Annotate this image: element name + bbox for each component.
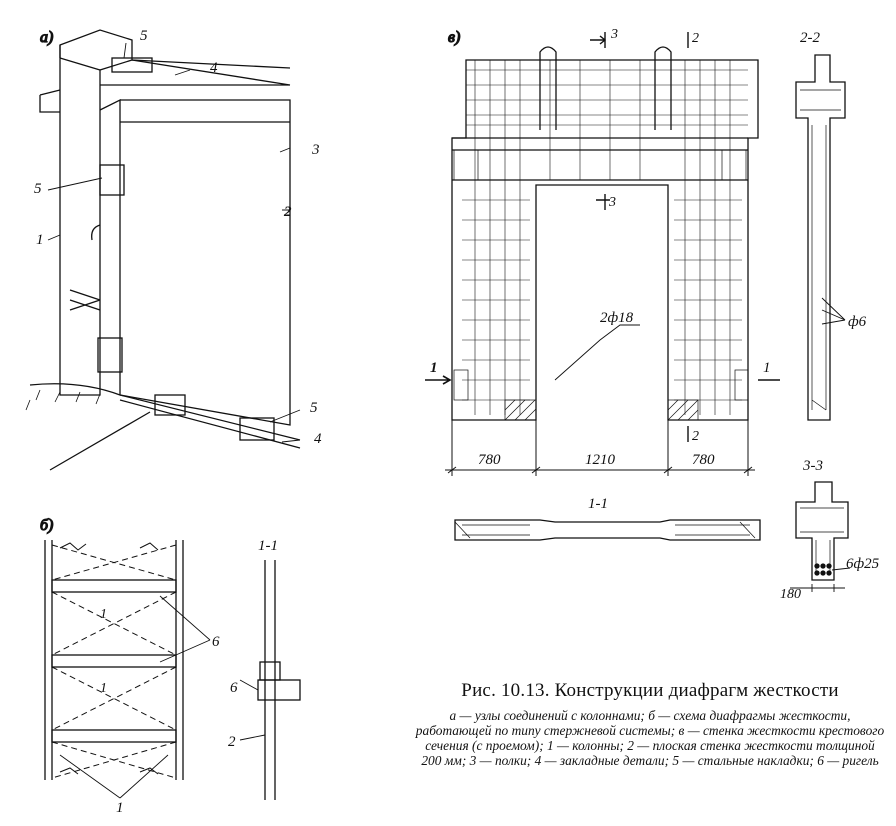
callout-a-5-mid: 5 (34, 181, 42, 197)
section-1-1 (454, 519, 761, 541)
section-2-2 (795, 54, 846, 421)
callout-a-5-low: 5 (310, 400, 318, 416)
section-3-3-dim: 180 (780, 587, 801, 602)
rigel-3 (51, 729, 177, 743)
section-mark-2-top: 2 (692, 31, 699, 46)
dim-780-right: 780 (692, 452, 715, 468)
section-mark-1-right: 1 (763, 360, 771, 376)
caption-title: Рис. 10.13. Конструкции диафрагм жесткос… (461, 680, 839, 701)
dim-1210: 1210 (585, 452, 616, 468)
rebar-label: 2ф18 (600, 310, 634, 326)
callout-a-2: 2 (283, 204, 292, 220)
column-shape (59, 29, 133, 396)
panel-b-label: б) (40, 517, 53, 534)
callout-b-6a: 6 (212, 634, 220, 650)
section-3-3-rebar: 6ф25 (846, 556, 880, 572)
dim-780-left: 780 (478, 452, 501, 468)
wall-panel (119, 99, 291, 426)
panel-b: б) (39, 516, 301, 800)
section-1-1-label-b: 1-1 (258, 538, 278, 554)
steel-plate-mid (99, 164, 125, 196)
section-2-2-rebar: ф6 (848, 314, 867, 330)
steel-plate-low (97, 337, 123, 373)
section-2-2-title: 2-2 (800, 30, 820, 46)
panel-v: в) (425, 28, 780, 476)
callout-b-6b: 6 (230, 680, 238, 696)
section-mark-3-top: 3 (610, 27, 618, 42)
panel-v-label: в) (448, 29, 460, 46)
callout-a-1: 1 (36, 232, 44, 248)
rigel-1 (51, 579, 177, 593)
callout-b-1a: 1 (100, 607, 107, 622)
section-mark-1-left: 1 (430, 360, 438, 376)
steel-plate-top (111, 57, 153, 73)
callout-a-5-top: 5 (140, 28, 148, 44)
callout-b-1c: 1 (116, 800, 124, 816)
panel-a: а) (25, 28, 301, 471)
panel-a-label: а) (40, 29, 53, 46)
callout-b-1b: 1 (100, 681, 107, 696)
section-3-3 (790, 481, 851, 592)
callout-a-3: 3 (311, 142, 320, 158)
ground-line (29, 383, 301, 441)
figure-caption: Рис. 10.13. Конструкции диафрагм жесткос… (415, 680, 885, 768)
caption-body: а — узлы соединений с колоннами; б — схе… (415, 708, 885, 768)
section-3-3-title: 3-3 (802, 458, 823, 474)
callout-b-2: 2 (228, 734, 236, 750)
callout-a-4-top: 4 (210, 60, 218, 76)
section-mark-2-bottom: 2 (692, 429, 699, 444)
rigel-2 (51, 654, 177, 668)
callout-a-4-low: 4 (314, 431, 322, 447)
section-1-1-title: 1-1 (588, 496, 608, 512)
section-mark-3-mid: 3 (608, 195, 616, 210)
